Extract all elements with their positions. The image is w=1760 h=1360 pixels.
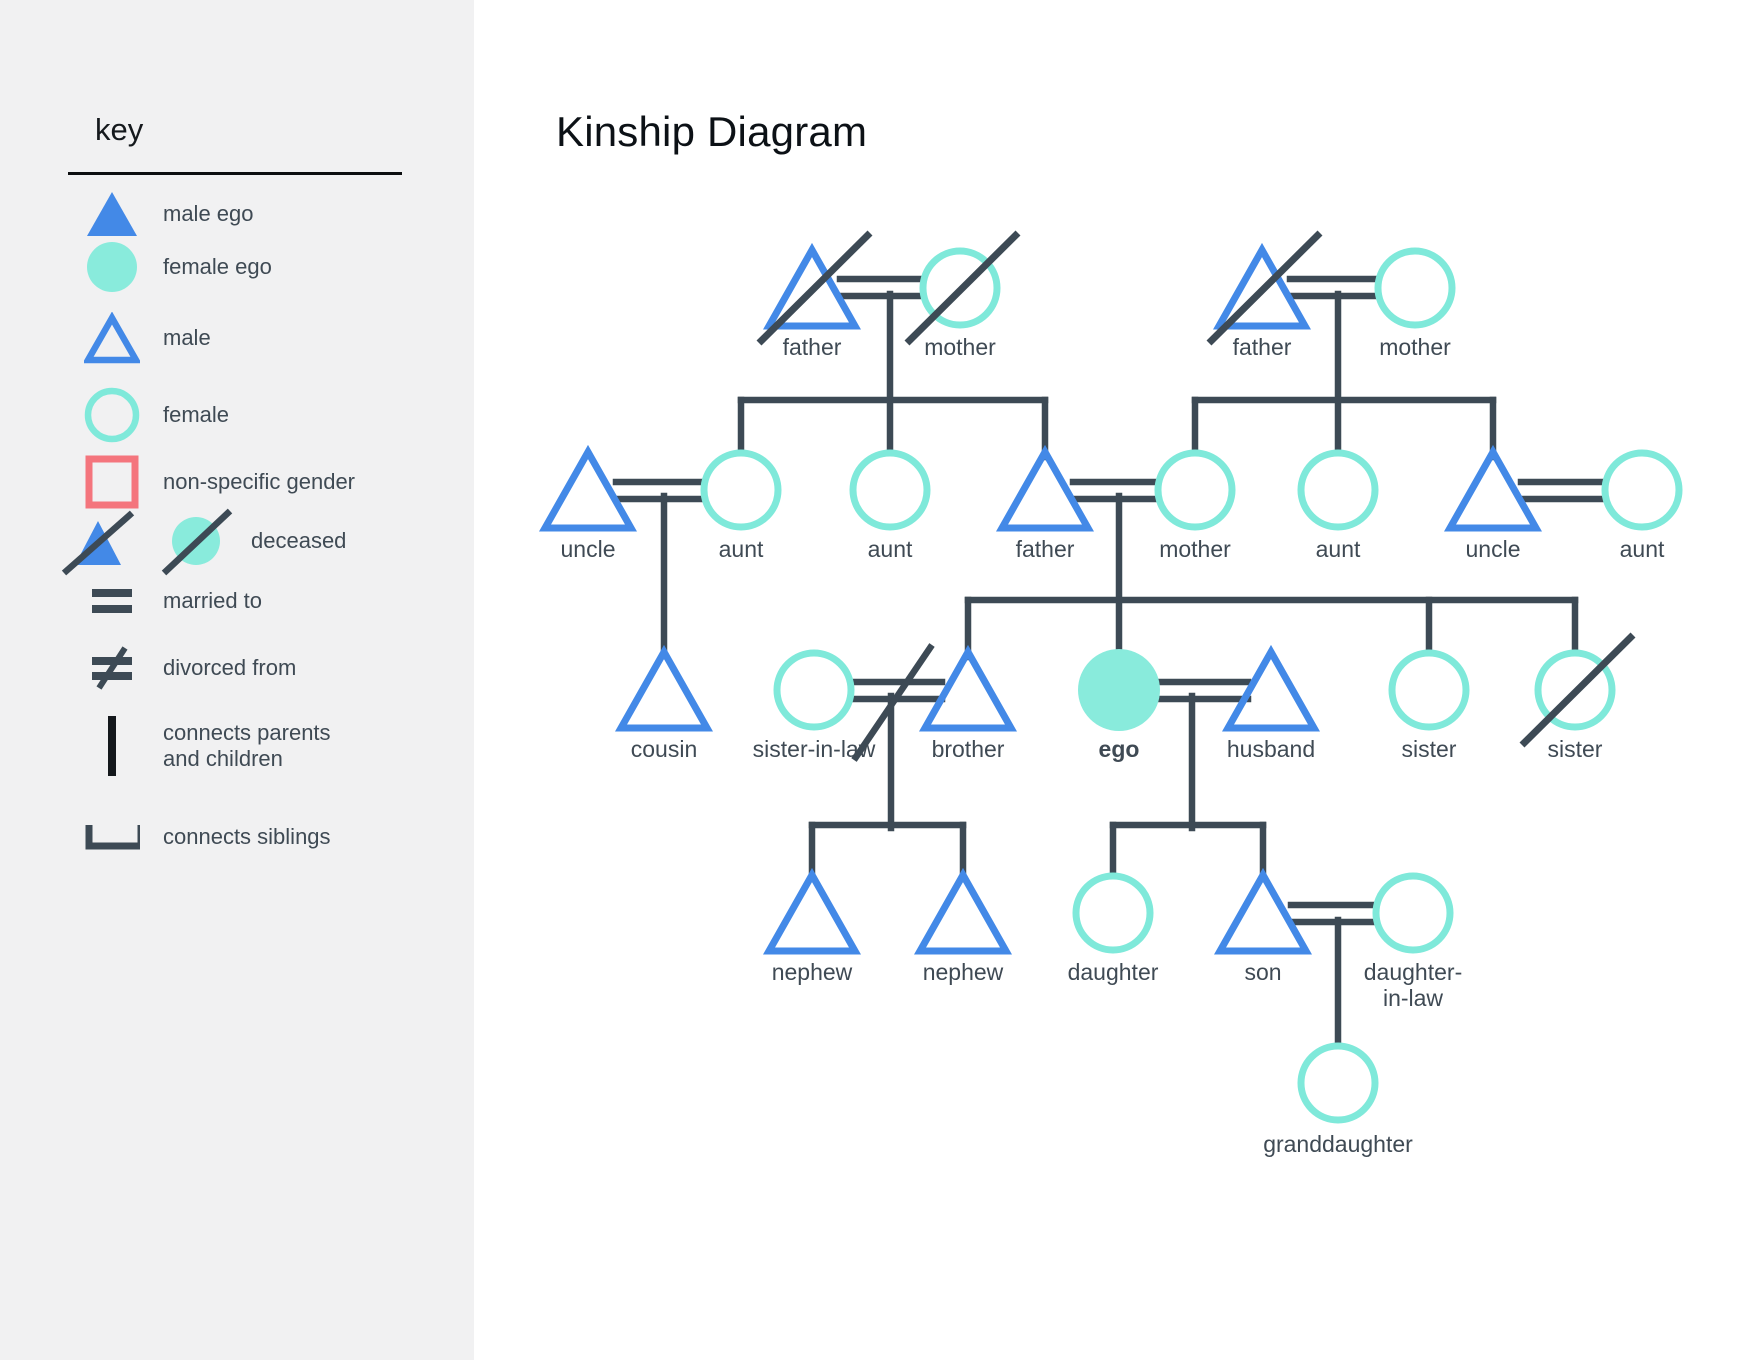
female-icon <box>84 387 140 443</box>
key-item-male-ego: male ego <box>84 189 254 239</box>
node-uncle-2 <box>1443 444 1543 532</box>
key-item-label: connects siblings <box>163 823 331 849</box>
node-label-daughter-in-law: daughter-in-law <box>1364 959 1462 1011</box>
divorced-icon <box>84 646 140 690</box>
deceased-slash-sister-2 <box>1519 632 1636 748</box>
node-daughter <box>1072 872 1154 954</box>
node-label-sister-in-law: sister-in-law <box>753 736 876 762</box>
node-label-father: father <box>1016 536 1075 562</box>
key-item-label: deceased <box>251 528 347 553</box>
key-item-label: male ego <box>163 200 254 226</box>
page-title: Kinship Diagram <box>556 108 868 155</box>
node-sister-1 <box>1388 649 1470 731</box>
key-item-divorced-from: divorced from <box>84 646 296 690</box>
node-grandfather-right <box>1212 242 1312 330</box>
node-mother <box>1154 449 1236 531</box>
deceased-male-icon <box>61 505 135 577</box>
node-label-granddaughter: granddaughter <box>1263 1131 1413 1157</box>
key-item-non-specific-gender: non-specific gender <box>84 454 355 510</box>
key-item-label: non-specific gender <box>163 468 356 494</box>
node-aunt-4 <box>1601 449 1683 531</box>
divorce-slash-sil-brother <box>851 643 935 762</box>
node-ego <box>1078 649 1160 731</box>
node-label-sister-1: sister <box>1402 736 1457 762</box>
node-label-sister-2: sister <box>1548 736 1603 762</box>
deceased-female-icon <box>159 505 233 577</box>
node-label-aunt-2: aunt <box>868 536 913 562</box>
node-label-grandmother-left: mother <box>924 334 996 360</box>
node-nephew-1 <box>762 867 862 955</box>
node-aunt-1 <box>700 449 782 531</box>
key-sidebar: key male ego female ego male female <box>0 0 474 1360</box>
node-label-grandmother-right: mother <box>1379 334 1451 360</box>
parent-child-icon <box>84 713 140 779</box>
node-husband <box>1221 644 1321 732</box>
deceased-slash-grandfather-right <box>1206 230 1323 346</box>
node-label-ego: ego <box>1099 736 1140 762</box>
deceased-slash-grandmother-left <box>904 230 1021 346</box>
key-title-underline <box>68 172 402 175</box>
node-son <box>1213 867 1313 955</box>
key-item-label: female <box>163 401 230 427</box>
node-cousin <box>614 644 714 732</box>
node-uncle-1 <box>538 444 638 532</box>
female-ego-icon <box>84 241 140 293</box>
node-nephew-2 <box>913 867 1013 955</box>
node-label-nephew-1: nephew <box>772 959 853 985</box>
key-item-male: male <box>84 312 211 364</box>
siblings-icon <box>84 822 140 852</box>
node-brother <box>918 644 1018 732</box>
married-icon <box>84 585 140 617</box>
key-item-label: female ego <box>163 253 272 279</box>
node-aunt-3 <box>1297 449 1379 531</box>
node-label-uncle-2: uncle <box>1466 536 1521 562</box>
non-specific-gender-icon <box>84 454 140 510</box>
deceased-slash-grandfather-left <box>756 230 873 346</box>
node-label-brother: brother <box>932 736 1005 762</box>
node-daughter-in-law <box>1372 872 1454 954</box>
key-item-female: female <box>84 387 229 443</box>
node-label-aunt-1: aunt <box>719 536 764 562</box>
node-sister-in-law <box>773 649 855 731</box>
node-grandfather-left <box>762 242 862 330</box>
node-label-son: son <box>1244 959 1281 985</box>
node-label-grandfather-right: father <box>1233 334 1292 360</box>
node-label-husband: husband <box>1227 736 1315 762</box>
key-item-female-ego: female ego <box>84 241 272 293</box>
key-item-connects-parents-children: connects parents and children <box>84 713 343 779</box>
node-grandmother-right <box>1374 247 1456 329</box>
key-item-deceased: deceased <box>61 505 346 577</box>
node-father <box>995 444 1095 532</box>
node-label-cousin: cousin <box>631 736 697 762</box>
key-title: key <box>95 112 144 147</box>
node-label-grandfather-left: father <box>783 334 842 360</box>
node-label-nephew-2: nephew <box>923 959 1004 985</box>
node-granddaughter <box>1297 1042 1379 1124</box>
key-item-label: married to <box>163 587 263 613</box>
key-item-connects-siblings: connects siblings <box>84 822 331 852</box>
key-item-label: divorced from <box>163 654 297 680</box>
node-label-daughter: daughter <box>1068 959 1159 985</box>
key-item-label: connects parents and children <box>163 720 331 771</box>
node-label-uncle-1: uncle <box>561 536 616 562</box>
male-ego-icon <box>84 189 140 239</box>
node-label-mother: mother <box>1159 536 1231 562</box>
key-item-label: male <box>163 324 211 350</box>
male-icon <box>84 312 140 364</box>
node-label-aunt-3: aunt <box>1316 536 1361 562</box>
node-aunt-2 <box>849 449 931 531</box>
key-item-married-to: married to <box>84 585 262 617</box>
node-label-aunt-4: aunt <box>1620 536 1665 562</box>
